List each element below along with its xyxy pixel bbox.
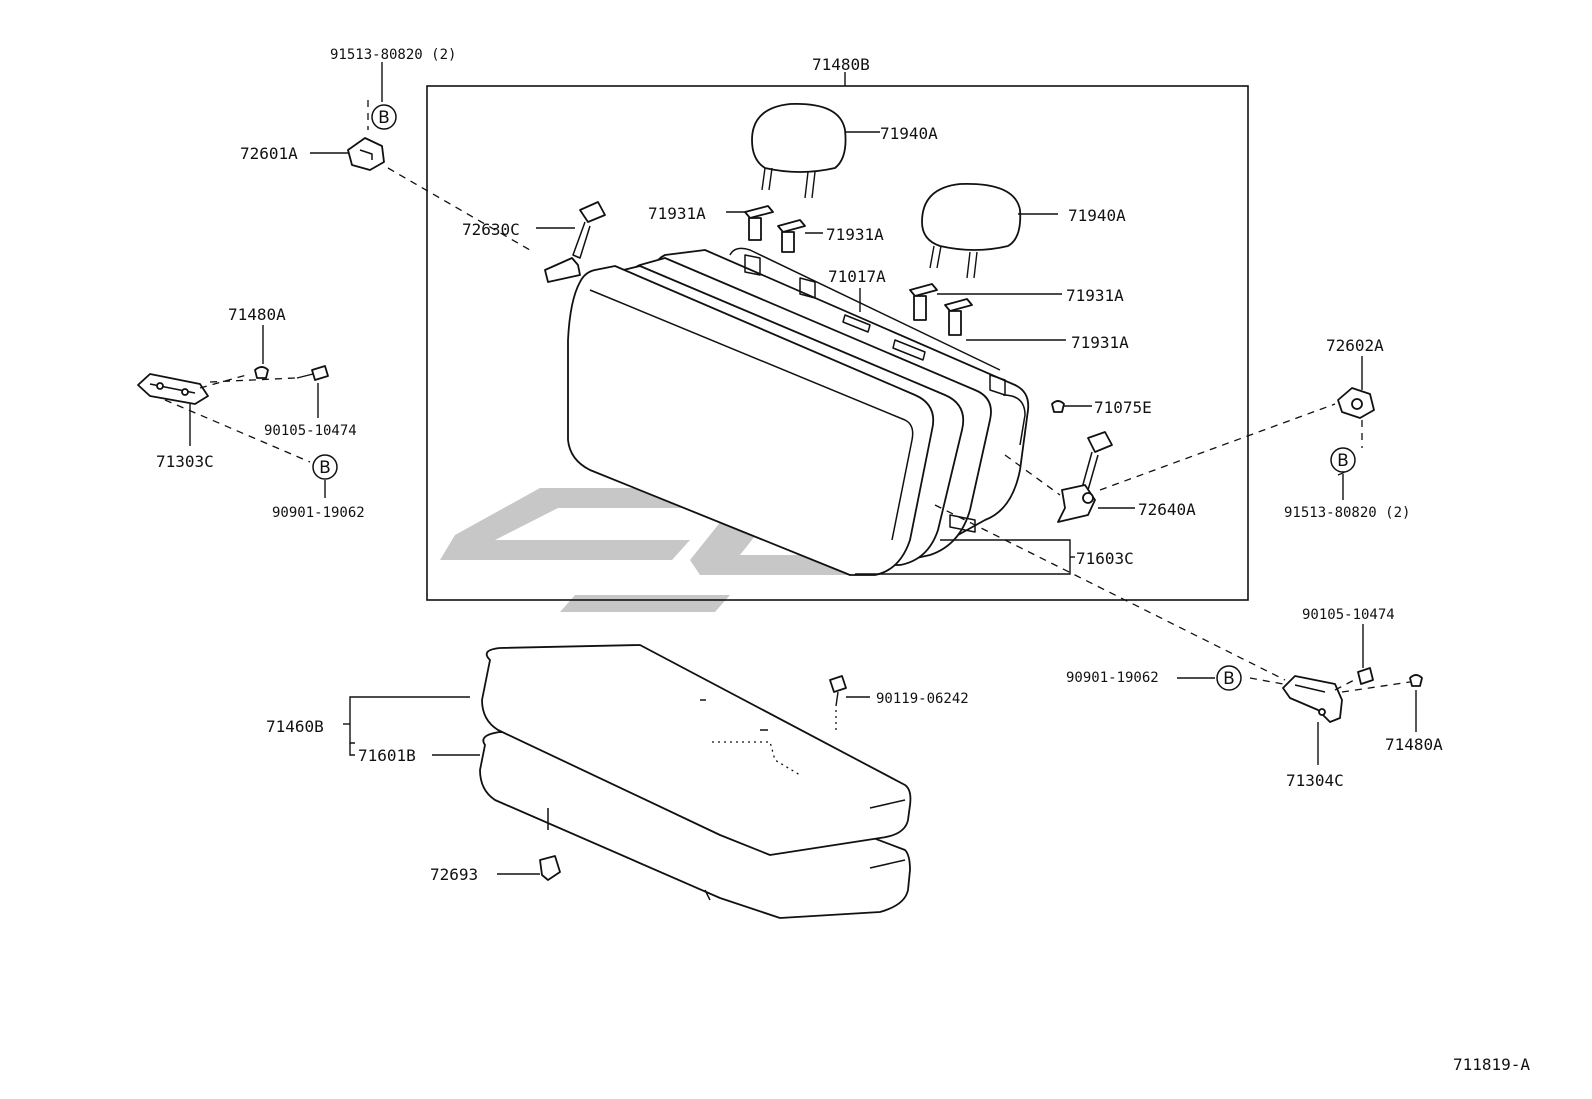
svg-text:B: B: [378, 108, 390, 128]
striker-right-part: [1337, 387, 1375, 419]
bushing-bolt-left: [254, 365, 329, 381]
svg-text:B: B: [1223, 669, 1235, 689]
label-screw-right: 91513-80820 (2): [1284, 505, 1410, 521]
label-clip: 71075E: [1094, 398, 1152, 417]
label-lock-right: 72640A: [1138, 500, 1196, 519]
hinge-right-part: [1282, 675, 1343, 723]
label-guide-3: 71931A: [1066, 286, 1124, 305]
label-striker-right: 72602A: [1326, 336, 1384, 355]
label-striker-left: 72601A: [240, 144, 298, 163]
svg-text:B: B: [319, 458, 331, 478]
headrest-right: [921, 183, 1022, 279]
label-cushion-assy: 71460B: [266, 717, 324, 736]
label-bolt-b-right: 90901-19062: [1066, 670, 1159, 686]
label-guide-4: 71931A: [1071, 333, 1129, 352]
label-lock-left: 72630C: [462, 220, 520, 239]
label-back-cover: 71603C: [1076, 549, 1134, 568]
label-screw-top-left: 91513-80820 (2): [330, 47, 456, 63]
label-bushing-right: 71480A: [1385, 735, 1443, 754]
clip-part: [1051, 400, 1092, 413]
cushion-bolt-part: [829, 675, 870, 730]
lock-left-part: [544, 201, 606, 283]
label-seatback-frame: 71017A: [828, 267, 886, 286]
label-guide-1: 71931A: [648, 204, 706, 223]
illustration-number: 711819-A: [1453, 1055, 1530, 1074]
ref-marker-b-2: B: [312, 454, 338, 480]
label-hinge-left: 71303C: [156, 452, 214, 471]
label-bolt-b-left: 90901-19062: [272, 505, 365, 521]
label-bolt-left: 90105-10474: [264, 423, 357, 439]
ref-marker-b-4: B: [1216, 665, 1242, 691]
bushing-bolt-right: [1357, 667, 1423, 687]
seatback-panels: [567, 247, 1030, 576]
hook-part: [497, 855, 561, 881]
lock-right-part: [1057, 431, 1113, 523]
seat-cushion: [479, 644, 912, 919]
seatback-assy-frame: [426, 85, 1249, 601]
label-bolt-right: 90105-10474: [1302, 607, 1395, 623]
striker-left-part: [347, 137, 385, 171]
label-headrest-top: 71940A: [880, 124, 938, 143]
label-guide-2: 71931A: [826, 225, 884, 244]
label-cushion-bolt: 90119-06242: [876, 691, 969, 707]
label-frame-assy: 71480B: [812, 55, 870, 74]
label-bushing-left: 71480A: [228, 305, 286, 324]
label-hinge-right: 71304C: [1286, 771, 1344, 790]
label-cushion-cover: 71601B: [358, 746, 416, 765]
label-headrest-right: 71940A: [1068, 206, 1126, 225]
guide-parts: [744, 205, 973, 336]
hinge-left-part: [137, 373, 209, 405]
label-hook: 72693: [430, 865, 478, 884]
ref-marker-b-1: B: [371, 104, 397, 130]
svg-text:B: B: [1337, 451, 1349, 471]
headrest-left: [751, 103, 847, 199]
ref-marker-b-3: B: [1330, 447, 1356, 473]
